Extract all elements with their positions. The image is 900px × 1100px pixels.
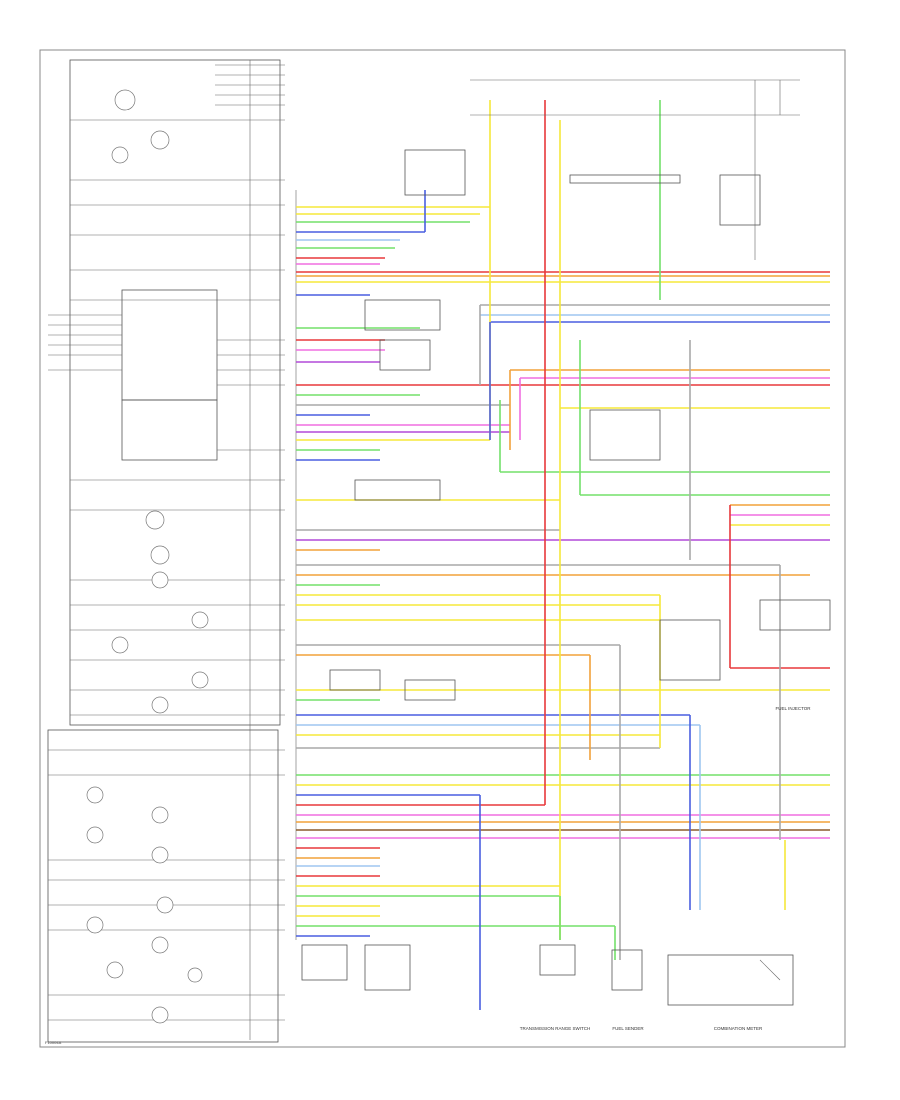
label-combination-meter: COMBINATION METER bbox=[714, 1026, 763, 1031]
bottom-components bbox=[301, 944, 794, 1006]
label-fuel-injector: FUEL INJECTOR bbox=[775, 706, 811, 711]
top-relays bbox=[404, 79, 800, 260]
footer-code: F10004A bbox=[45, 1040, 62, 1045]
mid-components bbox=[329, 299, 831, 701]
wire-harness bbox=[296, 100, 830, 1010]
label-fuel-sender: FUEL SENDER bbox=[612, 1026, 644, 1031]
diagram-frame bbox=[39, 49, 846, 1048]
combination-meter bbox=[47, 59, 285, 1043]
label-transmission-range-switch: TRANSMISSION RANGE SWITCH bbox=[520, 1026, 591, 1031]
